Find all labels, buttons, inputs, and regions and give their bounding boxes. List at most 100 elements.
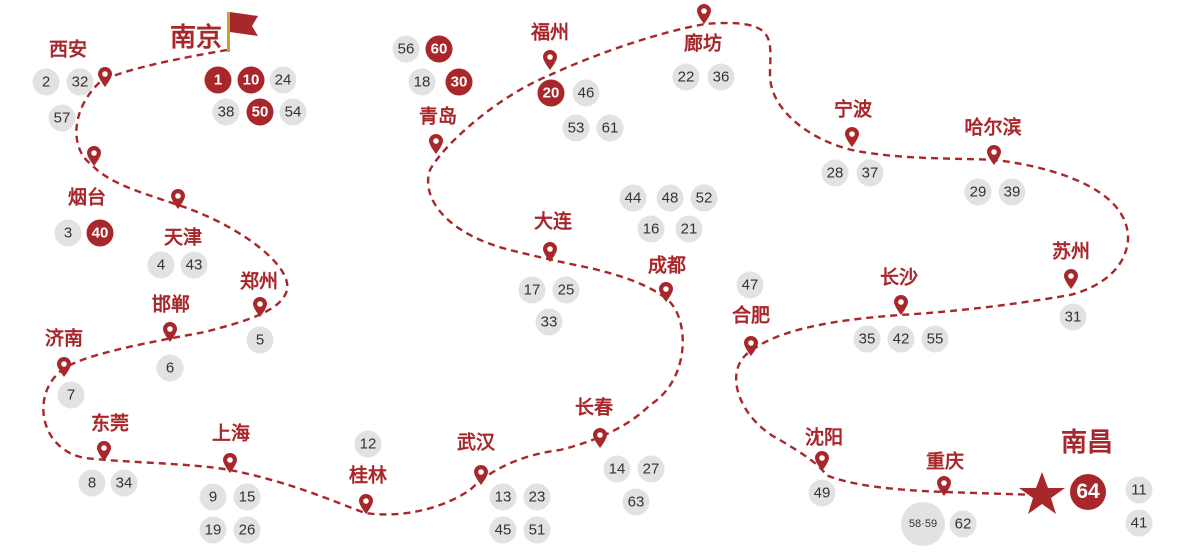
order-badge: 29: [964, 178, 992, 206]
city-label-jinan: 济南: [44, 327, 84, 350]
location-pin-icon: [474, 465, 488, 485]
order-badge: 36: [707, 63, 735, 91]
order-badge: 49: [808, 479, 836, 507]
order-badge: 7: [57, 381, 85, 409]
order-badge: 37: [856, 159, 884, 187]
order-badge: 45: [489, 516, 517, 544]
location-pin-icon: [987, 145, 1001, 165]
star-icon: [1019, 472, 1065, 514]
location-pin-icon: [744, 336, 758, 356]
order-badge: 62: [949, 510, 977, 538]
order-badge: 13: [489, 483, 517, 511]
order-badge: 53: [562, 114, 590, 142]
city-label-suzhou: 苏州: [1051, 240, 1091, 263]
location-pin-icon: [171, 189, 185, 209]
order-badge: 57: [48, 104, 76, 132]
location-pin-icon: [593, 428, 607, 448]
order-badge: 19: [199, 516, 227, 544]
order-badge: 21: [675, 215, 703, 243]
order-badge: 43: [180, 251, 208, 279]
order-badge: 5: [246, 326, 274, 354]
city-label-qingdao: 青岛: [418, 105, 458, 128]
order-badge: 41: [1125, 509, 1153, 537]
order-badge: 28: [821, 159, 849, 187]
city-label-zhengzhou: 郑州: [239, 270, 279, 293]
order-badge: 17: [518, 276, 546, 304]
order-badge: 50: [246, 98, 274, 126]
order-badge: 46: [572, 79, 600, 107]
location-pin-icon: [937, 476, 951, 496]
order-badge: 26: [233, 516, 261, 544]
order-badge: 24: [269, 66, 297, 94]
city-label-handan: 邯郸: [151, 293, 191, 316]
order-badge: 11: [1125, 476, 1153, 504]
location-pin-icon: [98, 67, 112, 87]
order-badge: 38: [212, 98, 240, 126]
order-badge: 55: [921, 325, 949, 353]
order-badge: 6: [156, 354, 184, 382]
order-badge: 48: [656, 184, 684, 212]
order-badge: 64: [1070, 474, 1106, 510]
city-label-tianjin: 天津: [163, 226, 203, 249]
order-badge: 8: [78, 469, 106, 497]
order-badge: 9: [199, 483, 227, 511]
order-badge: 25: [552, 276, 580, 304]
city-label-nanchang: 南昌: [1060, 428, 1114, 458]
order-badge: 14: [603, 455, 631, 483]
order-badge: 23: [523, 483, 551, 511]
location-pin-icon: [697, 4, 711, 24]
location-pin-icon: [57, 357, 71, 377]
city-label-dalian: 大连: [533, 210, 573, 233]
order-badge: 34: [110, 469, 138, 497]
order-badge: 31: [1059, 303, 1087, 331]
order-badge: 10: [237, 66, 265, 94]
city-label-hefei: 合肥: [731, 304, 771, 327]
order-badge: 61: [596, 114, 624, 142]
city-label-chengdu: 成都: [647, 254, 687, 277]
location-pin-icon: [163, 322, 177, 342]
order-badge: 39: [998, 178, 1026, 206]
location-pin-icon: [659, 282, 673, 302]
location-pin-icon: [429, 134, 443, 154]
city-label-yantai: 烟台: [67, 186, 107, 209]
city-label-haerbin: 哈尔滨: [964, 116, 1022, 139]
order-badge: 12: [354, 430, 382, 458]
location-pin-icon: [845, 127, 859, 147]
order-badge: 4: [147, 251, 175, 279]
city-label-langfang: 廊坊: [683, 32, 723, 55]
order-badge: 18: [408, 68, 436, 96]
order-badge: 52: [690, 184, 718, 212]
order-badge: 15: [233, 483, 261, 511]
order-badge: 27: [637, 455, 665, 483]
order-badge: 30: [445, 68, 473, 96]
order-badge: 32: [66, 68, 94, 96]
red-flag-icon: [227, 12, 258, 52]
order-badge: 40: [86, 219, 114, 247]
location-pin-icon: [815, 451, 829, 471]
order-badge: 47: [736, 271, 764, 299]
city-label-xian: 西安: [48, 38, 88, 61]
order-badge: 2: [32, 68, 60, 96]
location-pin-icon: [359, 494, 373, 514]
location-pin-icon: [223, 453, 237, 473]
order-badge: 56: [392, 35, 420, 63]
order-badge: 54: [279, 98, 307, 126]
order-badge: 44: [619, 184, 647, 212]
order-badge: 3: [54, 219, 82, 247]
city-label-guilin: 桂林: [348, 464, 388, 487]
location-pin-icon: [894, 295, 908, 315]
city-label-changchun: 长春: [574, 396, 614, 419]
order-badge: 58·59: [901, 502, 945, 546]
order-badge: 20: [537, 79, 565, 107]
city-label-fuzhou: 福州: [530, 21, 570, 44]
order-badge: 16: [637, 215, 665, 243]
city-label-wuhan: 武汉: [456, 431, 496, 454]
city-label-shanghai: 上海: [211, 422, 251, 445]
order-badge: 35: [853, 325, 881, 353]
order-badge: 22: [672, 63, 700, 91]
location-pin-icon: [87, 146, 101, 166]
city-label-ningbo: 宁波: [833, 98, 873, 121]
location-pin-icon: [97, 441, 111, 461]
